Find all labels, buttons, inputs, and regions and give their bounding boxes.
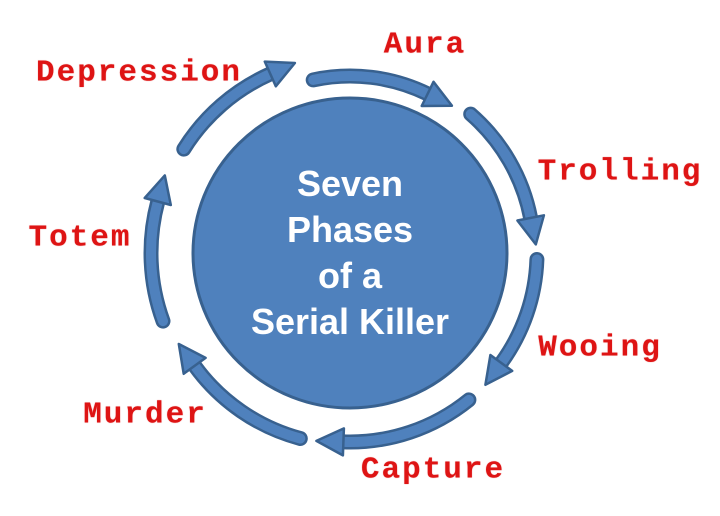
phase-label-depression: Depression	[35, 55, 243, 91]
center-title: Seven Phases of a Serial Killer	[251, 161, 449, 345]
center-title-line: of a	[317, 255, 383, 296]
cycle-arrowhead	[315, 427, 346, 457]
cycle-arrow-shaft	[338, 394, 474, 447]
phase-label-totem: Totem	[28, 220, 132, 256]
cycle-arrow-shaft	[496, 254, 542, 368]
cycle-arrowhead	[263, 60, 297, 88]
cycle-arrow-shaft	[465, 109, 536, 223]
phase-label-wooing: Wooing	[538, 330, 662, 366]
cycle-arrow-shaft	[178, 68, 276, 155]
phase-label-murder: Murder	[83, 397, 207, 433]
cycle-arrow-shaft	[146, 196, 168, 327]
cycle-arrowhead	[177, 342, 207, 376]
center-title-line: Seven	[296, 163, 404, 204]
cycle-arrowhead	[420, 80, 454, 108]
cycle-arrow-shaft	[308, 71, 433, 99]
phase-label-capture: Capture	[360, 452, 506, 488]
phase-label-trolling: Trolling	[537, 154, 703, 190]
cycle-arrowhead	[484, 353, 514, 387]
cycle-arrowhead	[143, 174, 173, 207]
center-title-line: Phases	[286, 209, 414, 250]
cycle-circle	[191, 96, 509, 410]
cycle-arrow-shaft	[189, 360, 306, 444]
center-title-line: Serial Killer	[250, 301, 450, 342]
phase-label-aura: Aura	[383, 27, 467, 63]
cycle-arrowhead	[516, 214, 546, 246]
